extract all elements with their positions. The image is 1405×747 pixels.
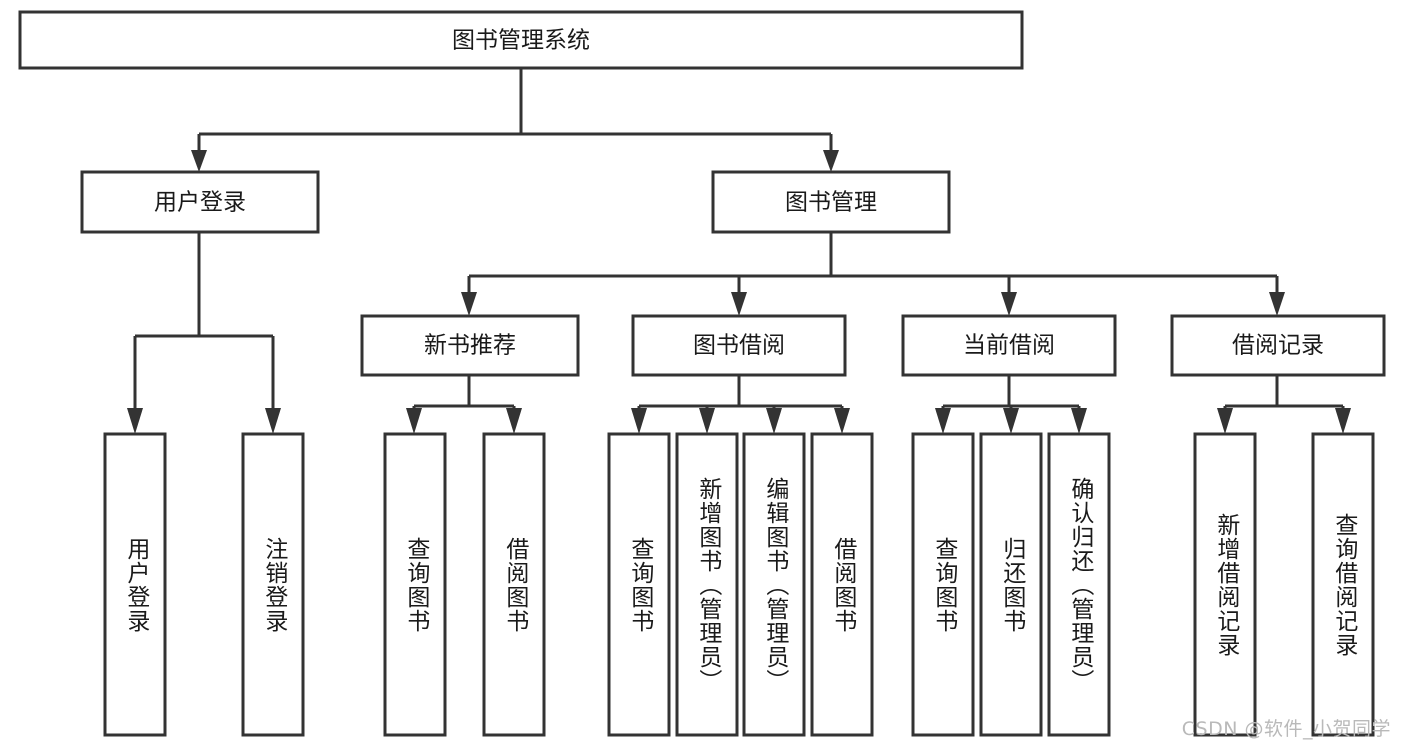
node-box-leaf-query-book-3[interactable]	[911, 432, 975, 737]
node-box-current-borrow[interactable]	[901, 314, 1117, 377]
node-box-new-book-rec[interactable]	[360, 314, 580, 377]
node-label-root: 图书管理系统	[452, 28, 590, 54]
node-box-book-manage[interactable]	[711, 170, 951, 234]
node-label-borrow-record: 借阅记录	[1232, 333, 1324, 359]
node-label-current-borrow: 当前借阅	[963, 333, 1055, 359]
arrow-bb-leaf-4	[834, 408, 850, 434]
node-box-root[interactable]	[18, 10, 1024, 70]
node-box-leaf-borrow-book-2[interactable]	[810, 432, 874, 737]
node-box-leaf-return-book[interactable]	[979, 432, 1043, 737]
arrow-cb-leaf-3	[1071, 408, 1087, 434]
arrow-bm-to-bookborrow	[731, 292, 747, 316]
arrow-root-to-bookmanage	[823, 150, 839, 172]
node-box-leaf-edit-book[interactable]	[742, 432, 806, 737]
node-label-new-book-rec: 新书推荐	[424, 333, 516, 359]
arrow-br-leaf-1	[1217, 408, 1233, 434]
arrow-newbook-leaf-1	[406, 408, 422, 434]
arrow-userlogin-leaf-2	[265, 408, 281, 434]
arrow-bm-to-borrowrecord	[1269, 292, 1285, 316]
node-box-leaf-logout[interactable]	[241, 432, 305, 737]
node-box-leaf-add-record[interactable]	[1193, 432, 1257, 737]
node-box-borrow-record[interactable]	[1170, 314, 1386, 377]
node-box-user-login[interactable]	[80, 170, 320, 234]
node-box-leaf-query-record[interactable]	[1311, 432, 1375, 737]
arrow-root-to-userlogin	[191, 150, 207, 172]
arrow-bm-to-currentborrow	[1001, 292, 1017, 316]
node-box-book-borrow[interactable]	[631, 314, 847, 377]
node-box-leaf-query-book-2[interactable]	[607, 432, 671, 737]
node-box-leaf-query-book-1[interactable]	[383, 432, 447, 737]
csdn-watermark: CSDN @软件_小贺同学	[1181, 718, 1391, 740]
arrow-cb-leaf-1	[935, 408, 951, 434]
arrow-bb-leaf-2	[699, 408, 715, 434]
node-label-book-manage: 图书管理	[785, 190, 877, 216]
arrow-bb-leaf-1	[631, 408, 647, 434]
arrow-newbook-leaf-2	[506, 408, 522, 434]
arrow-br-leaf-2	[1335, 408, 1351, 434]
node-label-user-login: 用户登录	[154, 190, 246, 216]
node-box-leaf-confirm-return[interactable]	[1047, 432, 1111, 737]
node-box-leaf-add-book[interactable]	[675, 432, 739, 737]
node-label-book-borrow: 图书借阅	[693, 333, 785, 359]
arrow-bb-leaf-3	[766, 408, 782, 434]
arrow-userlogin-leaf-1	[127, 408, 143, 434]
connector-group	[127, 68, 1351, 434]
node-box-leaf-user-login[interactable]	[103, 432, 167, 737]
arrow-cb-leaf-2	[1003, 408, 1019, 434]
node-box-leaf-borrow-book-1[interactable]	[482, 432, 546, 737]
arrow-bm-to-newbook	[461, 292, 477, 316]
